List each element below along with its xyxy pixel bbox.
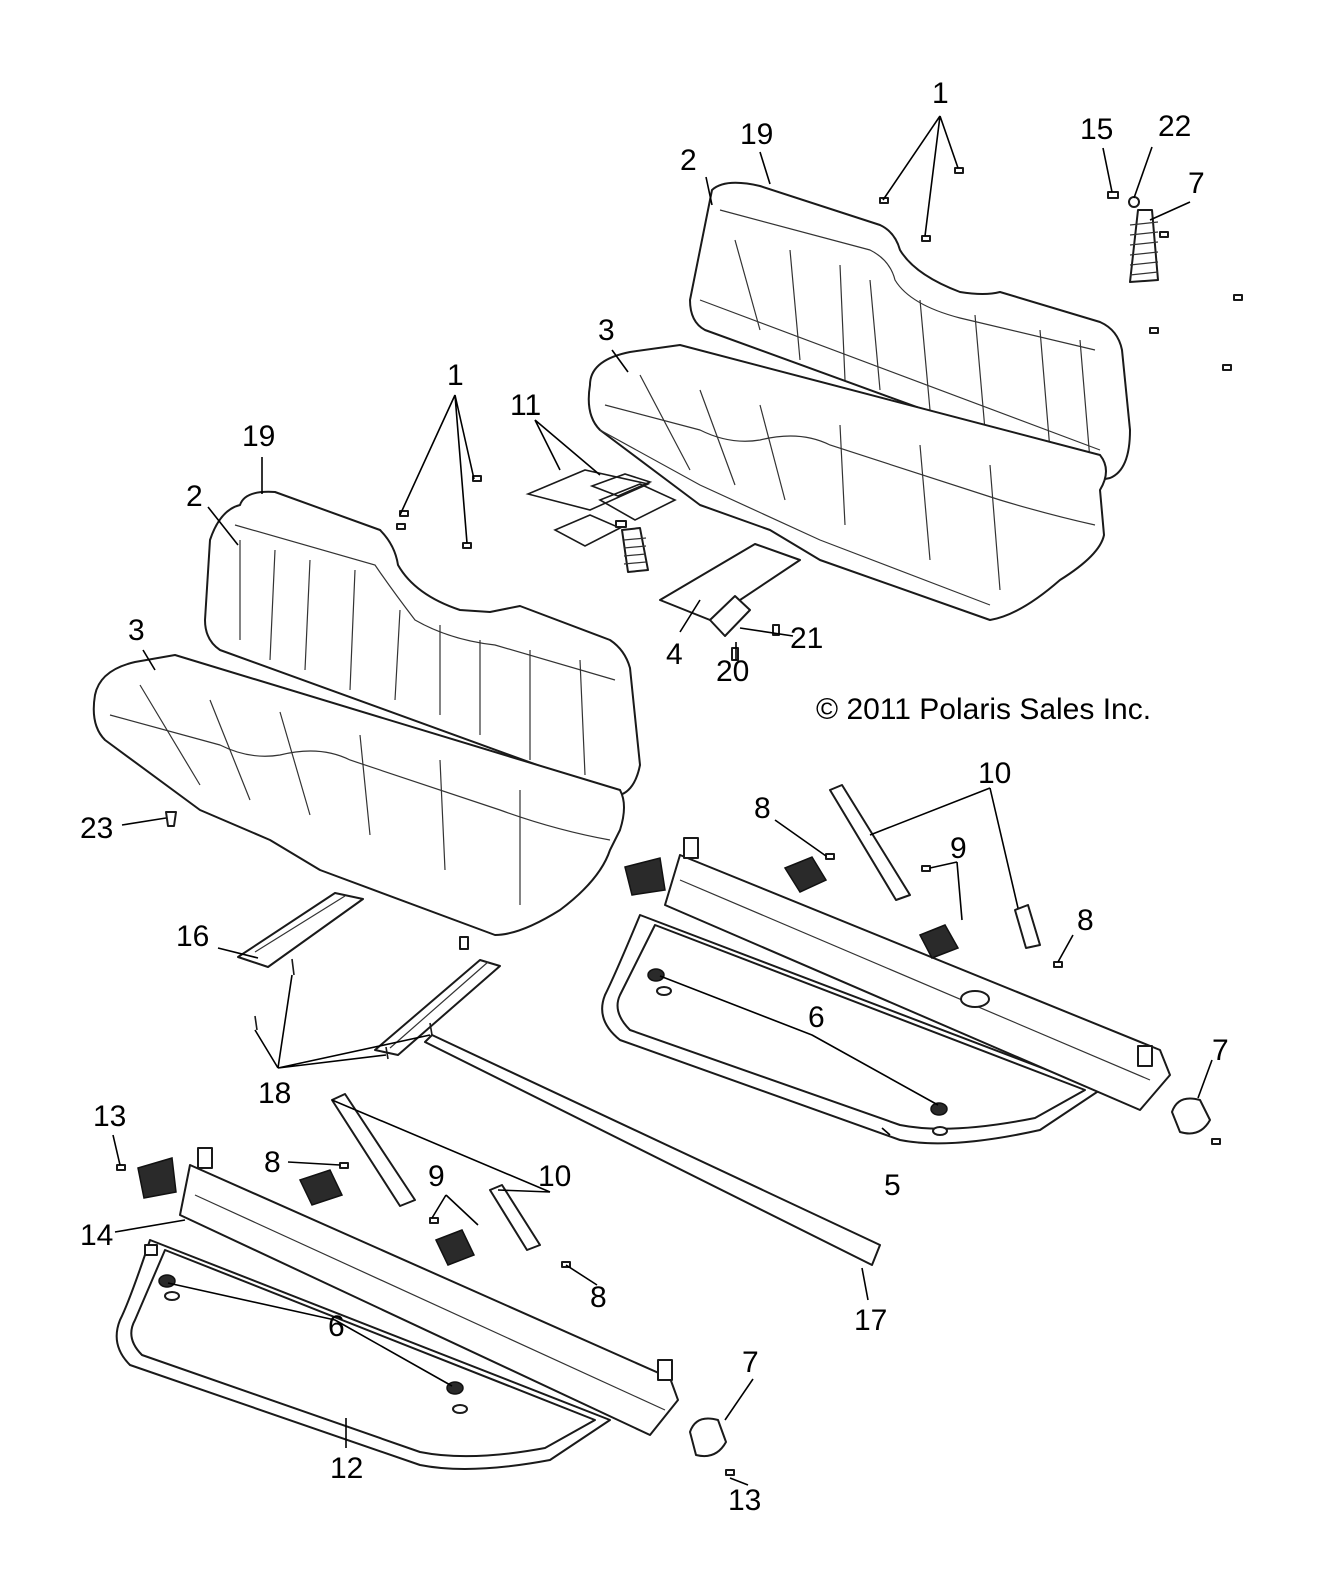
callout-4: 4	[666, 638, 683, 671]
callout-8-front-right: 8	[590, 1281, 607, 1314]
callout-2-rear: 2	[680, 144, 697, 177]
callout-10-rear: 10	[978, 757, 1011, 790]
callout-labels: 1 19 2 15 22 7 3 11 1 19 2 3 4 20 21 10 …	[80, 77, 1229, 1517]
callout-11: 11	[510, 389, 541, 422]
callout-13-left: 13	[93, 1100, 126, 1133]
front-seat-bolts	[165, 475, 482, 827]
callout-18: 18	[258, 1077, 291, 1110]
hook-loop-pads	[525, 469, 677, 547]
callout-16: 16	[176, 920, 209, 953]
callout-2-front: 2	[186, 480, 203, 513]
rear-seat-latch-spring	[1129, 209, 1169, 283]
callout-3-rear: 3	[598, 314, 615, 347]
callout-20: 20	[716, 655, 749, 688]
callout-9-rear: 9	[950, 832, 967, 865]
center-latch-spring	[615, 520, 649, 573]
front-seat-base-frame	[115, 1147, 679, 1470]
callout-7-front: 7	[742, 1346, 759, 1379]
callout-8-front-left: 8	[264, 1146, 281, 1179]
callout-1-front: 1	[447, 359, 464, 392]
callout-8-rear-right: 8	[1077, 904, 1094, 937]
callout-19-rear: 19	[740, 118, 773, 151]
callout-14: 14	[80, 1219, 113, 1252]
callout-12: 12	[330, 1452, 363, 1485]
front-seat-belts	[116, 1093, 735, 1476]
rear-seat-belts	[624, 784, 1221, 1145]
callout-23: 23	[80, 812, 113, 845]
callout-10-front: 10	[538, 1160, 571, 1193]
leader-lines	[112, 115, 1213, 1486]
front-seat-cushion	[92, 654, 625, 936]
callout-7-latch: 7	[1188, 167, 1205, 200]
callout-6-front: 6	[328, 1310, 345, 1343]
callout-15: 15	[1080, 113, 1113, 146]
callout-3-front: 3	[128, 614, 145, 647]
callout-9-front: 9	[428, 1160, 445, 1193]
callout-22: 22	[1158, 110, 1191, 143]
callout-8-rear-left: 8	[754, 792, 771, 825]
crossmember-tube	[424, 1034, 881, 1266]
callout-6-rear: 6	[808, 1001, 825, 1034]
front-seat-backrest	[204, 490, 641, 796]
callout-17: 17	[854, 1304, 887, 1337]
callout-5: 5	[884, 1169, 901, 1202]
copyright-notice: © 2011 Polaris Sales Inc.	[816, 693, 1152, 726]
callout-1-rear: 1	[932, 77, 949, 110]
callout-13-right: 13	[728, 1484, 761, 1517]
callout-21: 21	[790, 622, 823, 655]
rear-seat-base-frame	[601, 837, 1171, 1145]
storage-tray-cover	[659, 543, 801, 661]
seat-mounting-brackets	[237, 892, 501, 1060]
callout-19-front: 19	[242, 420, 275, 453]
callout-7-rear: 7	[1212, 1034, 1229, 1067]
rear-seat-cushion	[587, 344, 1107, 621]
